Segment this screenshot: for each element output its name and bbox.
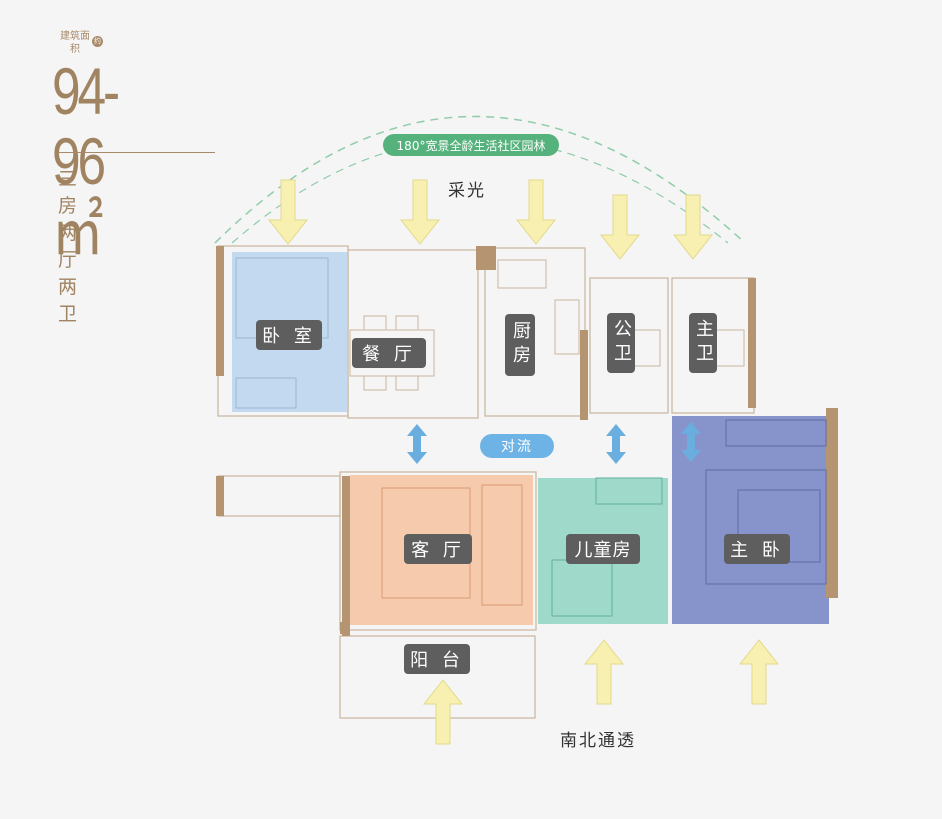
sun-arrow-4 bbox=[599, 194, 641, 260]
layout-name: 三房两厅两卫 bbox=[58, 168, 82, 325]
air-arrow-3 bbox=[681, 422, 701, 462]
room-label-dining: 餐 厅 bbox=[352, 338, 426, 368]
air-arrow-1 bbox=[407, 424, 427, 464]
room-label-living: 客 厅 bbox=[404, 534, 472, 564]
lighting-caption: 采光 bbox=[448, 181, 486, 201]
sun-arrow-up-2 bbox=[583, 639, 625, 705]
ventilation-caption: 南北通透 bbox=[560, 731, 636, 751]
room-label-master-bedroom: 主 卧 bbox=[724, 534, 790, 564]
room-label-bedroom: 卧 室 bbox=[256, 320, 322, 350]
room-label-public-bath: 公卫 bbox=[607, 313, 635, 373]
garden-banner: 180°宽景全龄生活社区园林 bbox=[383, 134, 559, 156]
room-label-children: 儿童房 bbox=[566, 534, 640, 564]
divider bbox=[58, 152, 215, 153]
sun-arrow-up-1 bbox=[422, 679, 464, 745]
sun-arrow-2 bbox=[399, 179, 441, 245]
sun-arrow-5 bbox=[672, 194, 714, 260]
approx-badge: 约 bbox=[92, 36, 103, 47]
room-label-balcony: 阳 台 bbox=[404, 644, 470, 674]
sun-arrow-1 bbox=[267, 179, 309, 245]
convection-banner: 对流 bbox=[480, 434, 554, 458]
sun-arrow-up-3 bbox=[738, 639, 780, 705]
air-arrow-2 bbox=[606, 424, 626, 464]
area-tag: 建筑面积 bbox=[60, 31, 90, 55]
room-label-kitchen: 厨房 bbox=[505, 314, 535, 376]
room-label-master-bath: 主卫 bbox=[689, 313, 717, 373]
sun-arrow-3 bbox=[515, 179, 557, 245]
master-bedroom-fill bbox=[672, 416, 829, 624]
view-arc-outer bbox=[214, 115, 746, 244]
area-value: 94-96㎡ bbox=[52, 54, 120, 268]
